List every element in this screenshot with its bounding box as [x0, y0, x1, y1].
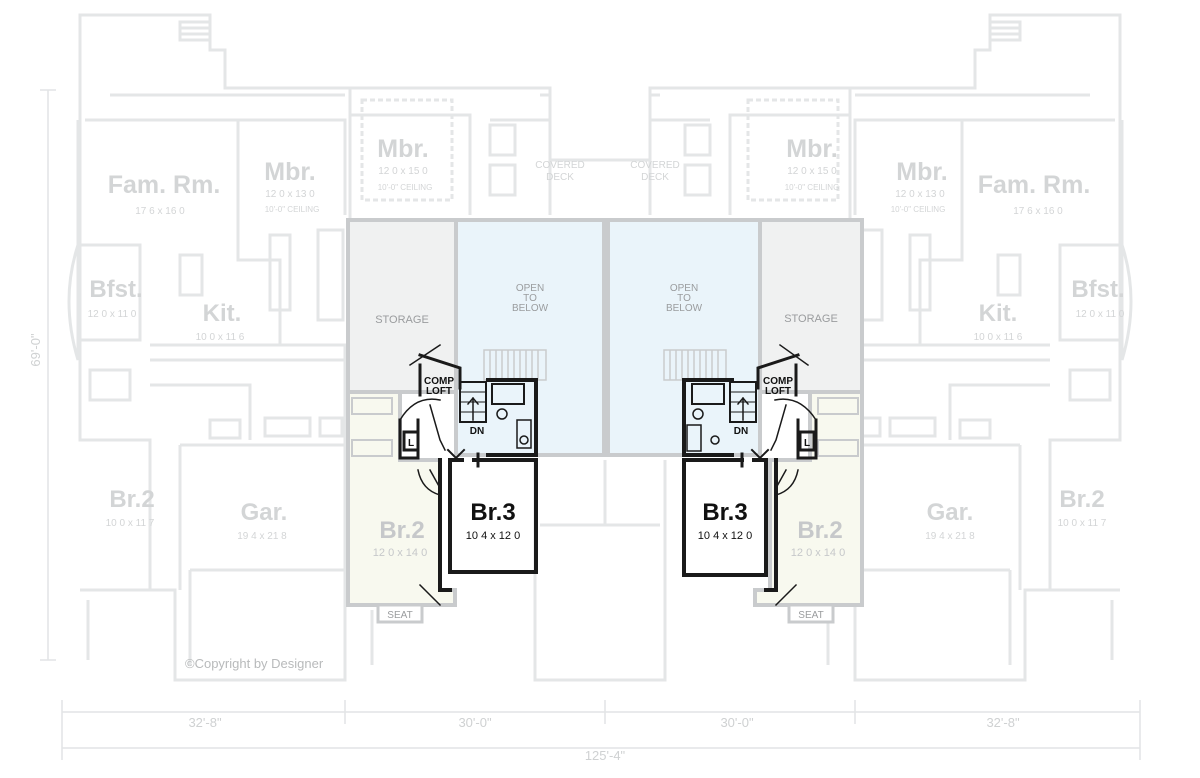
storage-left — [346, 218, 458, 394]
open-below-right-line2: TO — [677, 293, 691, 304]
comp-loft-right-line2: LOFT — [765, 386, 791, 397]
fam-rm-right-dims: 17 6 x 16 0 — [1013, 206, 1063, 217]
br2-left-label: Br.2 — [109, 486, 154, 513]
dimension-lines — [40, 89, 1141, 760]
gar-left-dims: 19 4 x 21 8 — [237, 531, 287, 542]
kit-right-label: Kit. — [979, 300, 1018, 327]
comp-loft-left-line2: LOFT — [426, 386, 452, 397]
mbr-left-note: 10'-0" CEILING — [265, 205, 320, 214]
br2-upper-right-label: Br.2 — [797, 517, 842, 544]
dark-plan-right — [682, 343, 818, 607]
linen-left: L — [408, 438, 414, 449]
br2-upper-left-dims: 12 0 x 14 0 — [373, 547, 427, 559]
br2-upper-left-label: Br.2 — [379, 517, 424, 544]
storage-left-label: STORAGE — [375, 314, 429, 326]
covered-deck-right-line1: COVERED — [630, 160, 679, 171]
kit-left-label: Kit. — [203, 300, 242, 327]
mbr-center-right-dims: 12 0 x 15 0 — [787, 166, 837, 177]
bfst-left-label: Bfst. — [89, 276, 142, 303]
open-below-left-line1: OPEN — [516, 283, 544, 294]
mbr-right-label: Mbr. — [896, 158, 947, 186]
mbr-right-dims: 12 0 x 13 0 — [895, 189, 945, 200]
kit-left-dims: 10 0 x 11 6 — [196, 332, 245, 343]
dim-depth: 69'-0" — [28, 333, 43, 367]
dim-inner-right: 30'-0" — [720, 715, 754, 730]
dark-labels: Br.3 10 4 x 12 0 Br.3 10 4 x 12 0 COMP L… — [408, 376, 810, 542]
bfst-right-dims: 12 0 x 11 0 — [1076, 309, 1125, 320]
seat-left — [376, 603, 424, 624]
comp-loft-right-line1: COMP — [763, 376, 793, 387]
storage-right — [758, 218, 864, 394]
fam-rm-left-label: Fam. Rm. — [108, 171, 221, 199]
br2-upper-right-dims: 12 0 x 14 0 — [791, 547, 845, 559]
mbr-left-label: Mbr. — [264, 158, 315, 186]
open-to-below-left — [454, 218, 606, 457]
bfst-right-label: Bfst. — [1071, 276, 1124, 303]
fam-rm-right-label: Fam. Rm. — [978, 171, 1091, 199]
mbr-center-left-note: 10'-0" CEILING — [378, 183, 433, 192]
dim-overall: 125'-4" — [585, 748, 626, 763]
gar-left-label: Gar. — [241, 499, 288, 526]
open-below-right-line3: BELOW — [666, 303, 703, 314]
covered-deck-left-line2: DECK — [546, 172, 574, 183]
open-below-left-line3: BELOW — [512, 303, 549, 314]
open-below-left-line2: TO — [523, 293, 537, 304]
stair-dn-right: DN — [734, 426, 748, 437]
copyright-text: ©Copyright by Designer — [185, 656, 324, 671]
upper-floor-gray — [346, 218, 864, 624]
seat-right — [787, 603, 835, 624]
br3-left-label: Br.3 — [470, 499, 515, 526]
dimension-text: 32'-8" 30'-0" 30'-0" 32'-8" 125'-4" 69'-… — [28, 333, 1020, 763]
open-below-right-line1: OPEN — [670, 283, 698, 294]
covered-deck-left-line1: COVERED — [535, 160, 584, 171]
br2-right-dims: 10 0 x 11 7 — [1058, 518, 1107, 529]
br2-right-label: Br.2 — [1059, 486, 1104, 513]
comp-loft-left-line1: COMP — [424, 376, 454, 387]
mbr-center-left-label: Mbr. — [377, 135, 428, 163]
fam-rm-left-dims: 17 6 x 16 0 — [135, 206, 185, 217]
seat-left-label: SEAT — [387, 610, 412, 621]
br3-right-dims: 10 4 x 12 0 — [698, 530, 752, 542]
br2-left-dims: 10 0 x 11 7 — [106, 518, 155, 529]
br2-upper-right-room — [753, 390, 864, 607]
br3-left-dims: 10 4 x 12 0 — [466, 530, 520, 542]
kit-right-dims: 10 0 x 11 6 — [974, 332, 1023, 343]
br3-right-label: Br.3 — [702, 499, 747, 526]
dim-outer-left: 32'-8" — [188, 715, 222, 730]
mbr-left-dims: 12 0 x 13 0 — [265, 189, 315, 200]
gar-right-label: Gar. — [927, 499, 974, 526]
gar-right-dims: 19 4 x 21 8 — [925, 531, 975, 542]
dim-inner-left: 30'-0" — [458, 715, 492, 730]
dim-outer-right: 32'-8" — [986, 715, 1020, 730]
linen-right: L — [804, 438, 810, 449]
faint-labels: Fam. Rm. 17 6 x 16 0 Mbr. 12 0 x 13 0 10… — [88, 135, 1125, 542]
stair-dn-left: DN — [470, 426, 484, 437]
faint-base-plan — [67, 13, 1133, 682]
bfst-left-dims: 12 0 x 11 0 — [88, 309, 137, 320]
mbr-right-note: 10'-0" CEILING — [891, 205, 946, 214]
seat-right-label: SEAT — [798, 610, 823, 621]
upper-gray-labels: STORAGE STORAGE OPEN TO BELOW OPEN TO BE… — [373, 283, 845, 621]
covered-deck-right-line2: DECK — [641, 172, 669, 183]
mbr-center-right-note: 10'-0" CEILING — [785, 183, 840, 192]
dark-plan-left — [398, 343, 538, 607]
storage-right-label: STORAGE — [784, 313, 838, 325]
mbr-center-left-dims: 12 0 x 15 0 — [378, 166, 428, 177]
mbr-center-right-label: Mbr. — [786, 135, 837, 163]
